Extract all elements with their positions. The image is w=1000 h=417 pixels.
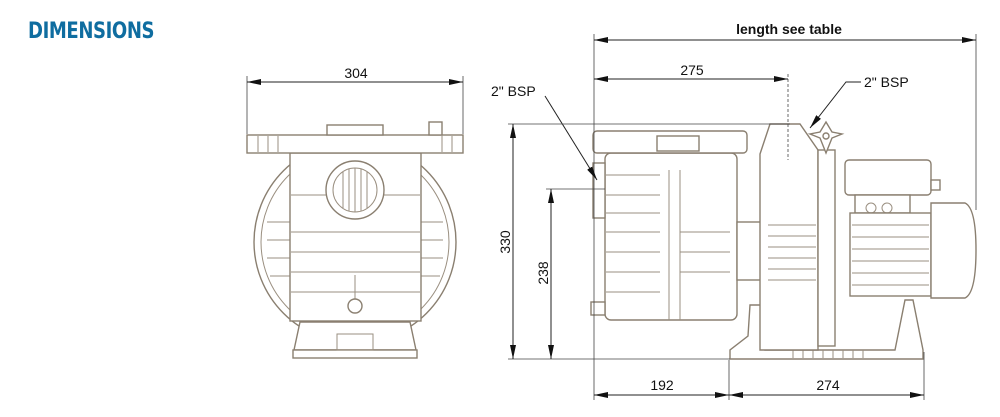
inlet-height-dimension: 238 — [535, 188, 605, 359]
side-view-pump — [590, 120, 977, 360]
pump-base — [729, 299, 924, 360]
lid-lock-tab — [428, 121, 443, 136]
front-to-foot-value: 192 — [650, 377, 674, 393]
drain-plug — [347, 298, 363, 314]
length-dimension: length see table — [593, 21, 977, 400]
flange-lugs — [257, 136, 453, 152]
motor-body — [849, 212, 932, 297]
volute-fins — [768, 224, 816, 281]
motor-fan-cover — [930, 202, 977, 299]
inlet-offset-value: 275 — [680, 62, 704, 78]
strainer-lid-cap — [326, 124, 384, 136]
inlet-offset-dimension: 275 — [594, 62, 789, 160]
height-value: 330 — [497, 230, 513, 254]
outlet-port-callout: 2" BSP — [809, 74, 909, 129]
motor-fins — [852, 224, 929, 286]
width-value: 304 — [344, 65, 368, 81]
section-title: DIMENSIONS — [28, 19, 155, 44]
inlet-port-face — [592, 162, 606, 219]
strainer-side-ribs — [606, 170, 730, 320]
pump-volute — [759, 123, 819, 351]
base-slots — [792, 350, 864, 358]
outlet-port-label: 2" BSP — [864, 74, 909, 90]
base-recess — [336, 333, 374, 351]
front-base-foot — [292, 349, 418, 359]
motor-terminal-box — [844, 159, 932, 196]
drain-valve — [590, 301, 606, 316]
strainer-housing — [604, 152, 738, 321]
volute-flange — [817, 149, 836, 347]
width-dimension: 304 — [246, 65, 464, 134]
front-view-pump — [246, 121, 464, 359]
length-value: length see table — [736, 21, 842, 37]
front-base — [293, 321, 417, 351]
inlet-port-callout: 2" BSP — [491, 83, 598, 181]
lid-knob — [656, 135, 700, 152]
strainer-lid-flange — [246, 134, 464, 154]
foot-length-value: 274 — [816, 377, 840, 393]
base-dimensions: 192 274 — [594, 352, 925, 400]
inlet-height-value: 238 — [535, 261, 551, 285]
height-dimension: 330 — [497, 123, 790, 360]
strainer-volute-connector — [736, 221, 763, 281]
cable-gland — [930, 179, 941, 191]
inlet-grille-lines — [342, 168, 368, 212]
inlet-port-label: 2" BSP — [491, 83, 536, 99]
knob-center — [822, 132, 830, 140]
